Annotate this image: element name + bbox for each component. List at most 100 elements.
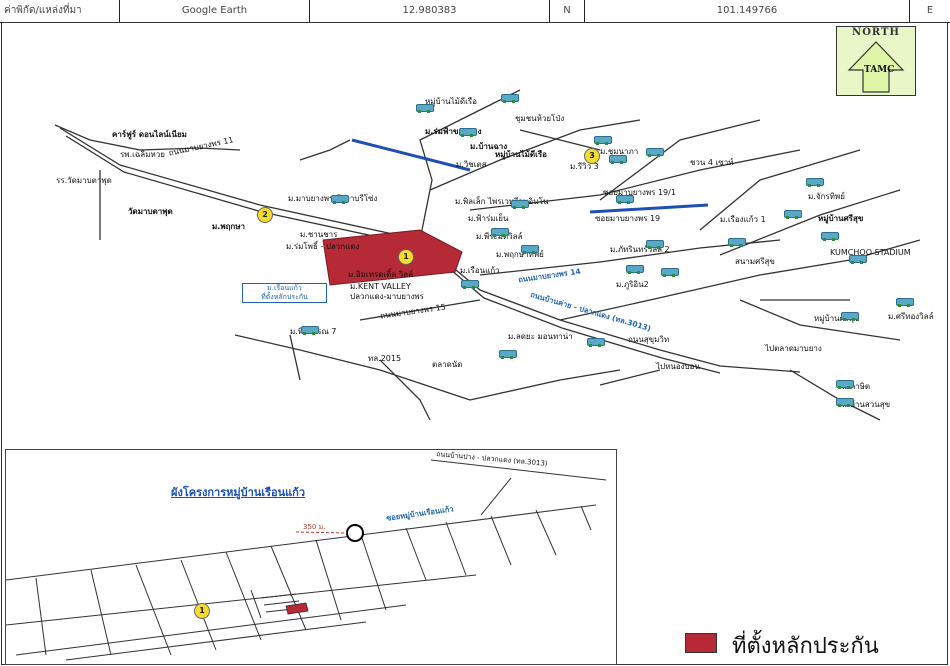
house-icon xyxy=(593,136,612,145)
house-icon xyxy=(498,350,517,359)
latitude-value: 12.980383 xyxy=(310,0,550,22)
house-icon xyxy=(458,128,477,137)
place-label: ม.วิชเตส xyxy=(456,160,487,169)
place-label: ม.พิลเล็ก ไพรเวทรีวนอินโน xyxy=(455,197,549,206)
house-icon xyxy=(510,200,529,209)
road-south-2 xyxy=(234,334,471,401)
highlight-road-1 xyxy=(351,138,471,172)
house-icon xyxy=(895,298,914,307)
marker-2: 2 xyxy=(257,207,273,223)
place-label: ม.เรืองแก้ว 1 xyxy=(720,215,766,224)
longitude-dir: E xyxy=(926,5,934,16)
place-label: ม.ภัทรินทร์วิลล์ 2 xyxy=(610,245,670,254)
coord-source: Google Earth xyxy=(120,0,310,22)
house-icon xyxy=(645,240,664,249)
house-icon xyxy=(460,280,479,289)
callout-line2: ที่ตั้งหลักประกัน xyxy=(261,293,308,301)
coord-label: ค่าพิกัด/แหล่งที่มา xyxy=(0,0,120,22)
place-label: หมู่บ้านศรีสุข xyxy=(814,314,860,323)
place-label: ม.ชุมนาภา xyxy=(600,147,639,156)
house-icon xyxy=(840,312,859,321)
road-north xyxy=(419,89,521,241)
house-icon xyxy=(300,326,319,335)
legend-label: ที่ตั้งหลักประกัน xyxy=(732,634,879,659)
road-se-2 xyxy=(739,299,901,341)
place-label: คาร์ฟูร์ ดอนไลน์เนียม xyxy=(112,130,187,139)
road-south-3 xyxy=(379,359,431,421)
house-icon xyxy=(500,94,519,103)
road-se-1 xyxy=(789,369,881,421)
inset-title: ผังโครงการหมู่บ้านเรือนแก้ว xyxy=(171,486,306,499)
place-label: หมู่บ้านไม้ดีเรือ xyxy=(425,97,477,106)
inset-marker: 1 xyxy=(194,603,210,619)
place-label: ม.ร่มฟ้าขาวทอง xyxy=(425,127,482,136)
road-nw xyxy=(54,124,241,151)
house-icon xyxy=(615,195,634,204)
house-icon xyxy=(586,338,605,347)
collateral-zone xyxy=(322,229,463,286)
road-north-2 xyxy=(429,119,641,191)
place-label: ไปตลาดมาบยาง xyxy=(765,344,822,353)
collateral-callout: ม.เรือนแก้ว ที่ตั้งหลักประกัน xyxy=(242,283,327,303)
place-label: สนามศรีสุข xyxy=(735,257,775,266)
house-icon xyxy=(660,268,679,277)
house-icon xyxy=(608,155,627,164)
road-soi-1 xyxy=(359,299,481,321)
place-label: ม.รีวิว 3 xyxy=(570,162,599,171)
place-label: ม.ภูริอิน2 xyxy=(616,280,649,289)
place-label: ม.เรือนแก้ว xyxy=(460,266,500,275)
road-network xyxy=(54,89,921,421)
main-highway xyxy=(59,127,801,373)
house-icon xyxy=(805,178,824,187)
place-label: ม.พีระมิดวิลล์ xyxy=(476,232,523,241)
road-ne-2 xyxy=(699,149,861,231)
place-label: รพ.เฉลิมหวย xyxy=(120,150,165,159)
highlight-road-2 xyxy=(589,203,709,214)
north-arrow-box: NORTH TAMC xyxy=(836,26,916,96)
place-label: ม.ร่มโพธิ์ - ปลวกแดง xyxy=(286,242,360,251)
road-east-1 xyxy=(469,149,801,211)
road-label: ทล.2015 xyxy=(368,354,402,363)
longitude-value: 101.149766 xyxy=(585,0,910,22)
north-letters: TAMC xyxy=(864,65,895,75)
site-plan-grid xyxy=(6,459,607,661)
road-ne-3 xyxy=(719,189,901,256)
place-label: ม.ศรีทองวิลล์ xyxy=(888,312,934,321)
place-label: รร.วัดมาบตาพุด xyxy=(56,176,112,185)
north-arrow-icon xyxy=(847,41,905,93)
road-n-small xyxy=(299,139,351,161)
place-label: ม.ฟ้าร่มเย็น xyxy=(468,214,509,223)
place-label: หมู่บ้านไม้ดีเรือ xyxy=(495,150,547,159)
house-icon xyxy=(490,228,509,237)
road-label: ซอยมาบยางพร 19 xyxy=(595,214,661,223)
house-icon xyxy=(520,245,539,254)
place-label: ปลวกแดง-มาบยางพร xyxy=(350,292,424,301)
marker-1: 1 xyxy=(398,249,414,265)
place-label: ม.บ้านฉาง xyxy=(470,142,508,151)
legend-swatch xyxy=(685,633,717,653)
house-icon xyxy=(783,210,802,219)
house-icon xyxy=(330,195,349,204)
inset-distance: 350 ม. xyxy=(303,523,326,531)
place-label: ม.พฤกษา xyxy=(212,222,246,231)
marker-3: 3 xyxy=(584,148,600,164)
callout-line1: ม.เรือนแก้ว xyxy=(267,284,302,292)
place-label: ม.พฤกษาทิพย์ xyxy=(496,250,544,259)
road-ne-1 xyxy=(599,119,761,201)
latitude-dir: N xyxy=(550,0,585,22)
place-label: ม.จักรทิพย์ xyxy=(808,192,845,201)
place-label: ม.อิมเทรดเดิ้ล วิลล์ xyxy=(348,270,414,279)
house-icon xyxy=(835,398,854,407)
place-label: ชวน 4 เซาท์ xyxy=(690,158,734,167)
place-label: ม.บ้านสวนสุข xyxy=(842,400,891,409)
road-south-5 xyxy=(599,369,661,386)
house-icon xyxy=(820,232,839,241)
house-icon xyxy=(645,148,664,157)
place-label: ถนนสุขุมวิท xyxy=(628,335,670,344)
place-label: วัดมาบตาพุด xyxy=(128,207,173,216)
house-icon xyxy=(835,380,854,389)
place-label: ม.ลดยะ มอนทาน่า xyxy=(508,332,573,341)
place-label: หมู่บ้านศรีสุข xyxy=(818,214,864,223)
road-n2 xyxy=(519,129,601,151)
road-south-1 xyxy=(289,334,301,381)
